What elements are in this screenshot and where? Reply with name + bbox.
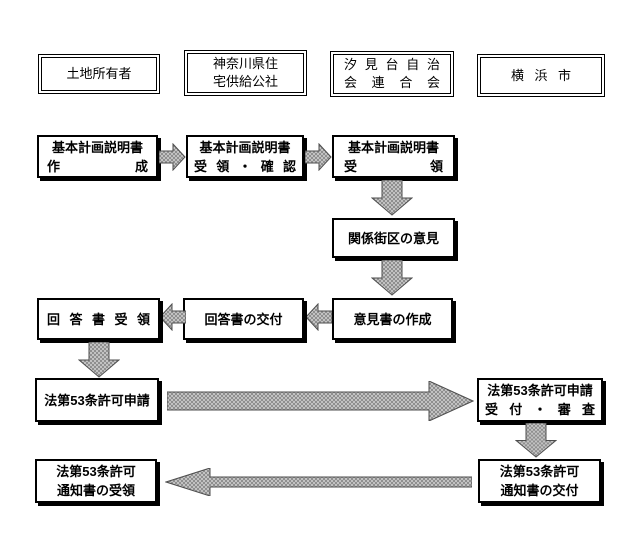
step-label: 法第53条許可申請 [487,383,593,398]
arrow-left-opinion-to-reply-issue [305,303,332,331]
step-label: 通知書の交付 [500,483,579,498]
column-header-label: 汐見台自治 [344,57,440,72]
column-header-yokohama-city: 横浜市 [477,54,605,97]
column-header-label: 神奈川県住 [212,56,278,71]
column-header-label: 会連合会 [344,75,440,90]
step-label: 法第53条許可 [499,464,580,479]
step-opinion-draft: 意見書の作成 [332,298,453,340]
column-header-landowner: 土地所有者 [38,54,160,94]
step-permit-review: 法第53条許可申請 受付・審査 [477,378,603,422]
step-label: 作成 [47,158,148,174]
arrow-long-left-notice-issue-to-receive [165,468,472,496]
step-label: 意見書の作成 [353,311,432,327]
arrow-down-reply-to-permit-apply [78,342,120,378]
step-label: 基本計画説明書 [347,139,439,155]
step-label: 基本計画説明書 [51,139,143,155]
column-header-kanagawa-housing: 神奈川県住 宅供給公社 [184,50,307,96]
arrow-down-district-to-opinion-draft [371,260,413,296]
step-notice-receive: 法第53条許可 通知書の受領 [35,459,157,503]
arrow-down-receive-to-district [371,180,413,216]
step-label: 受領・確認 [194,158,296,174]
column-header-label: 土地所有者 [66,66,132,81]
step-plan-create: 基本計画説明書 作成 [37,135,158,178]
column-header-label: 横浜市 [511,67,571,83]
arrow-right-plan-create-to-check [159,143,186,171]
step-label: 通知書の受領 [56,483,135,498]
column-header-label: 宅供給公社 [212,74,278,89]
arrow-down-review-to-notice-issue [515,423,557,458]
step-notice-issue: 法第53条許可 通知書の交付 [478,459,601,503]
step-plan-receive-check: 基本計画説明書 受領・確認 [186,135,304,178]
arrow-right-check-to-receive [305,143,332,171]
step-label: 受領 [344,158,443,174]
step-permit-apply: 法第53条許可申請 [35,378,159,422]
step-reply-receive: 回答書受領 [37,298,160,340]
arrow-long-right-apply-to-review [167,381,474,421]
step-label: 基本計画説明書 [199,139,291,155]
step-label: 関係街区の意見 [347,230,439,246]
step-label: 受付・審査 [485,402,595,417]
step-reply-issue: 回答書の交付 [183,298,304,340]
arrow-left-reply-issue-to-receive [159,303,186,331]
step-plan-receive: 基本計画説明書 受領 [332,135,455,178]
step-label: 回答書の交付 [204,311,283,327]
step-district-opinion: 関係街区の意見 [332,218,455,258]
step-label: 法第53条許可 [56,464,136,479]
column-header-shiomidai-association: 汐見台自治 会連合会 [330,51,454,97]
step-label: 回答書受領 [47,311,150,327]
step-label: 法第53条許可申請 [44,392,150,408]
